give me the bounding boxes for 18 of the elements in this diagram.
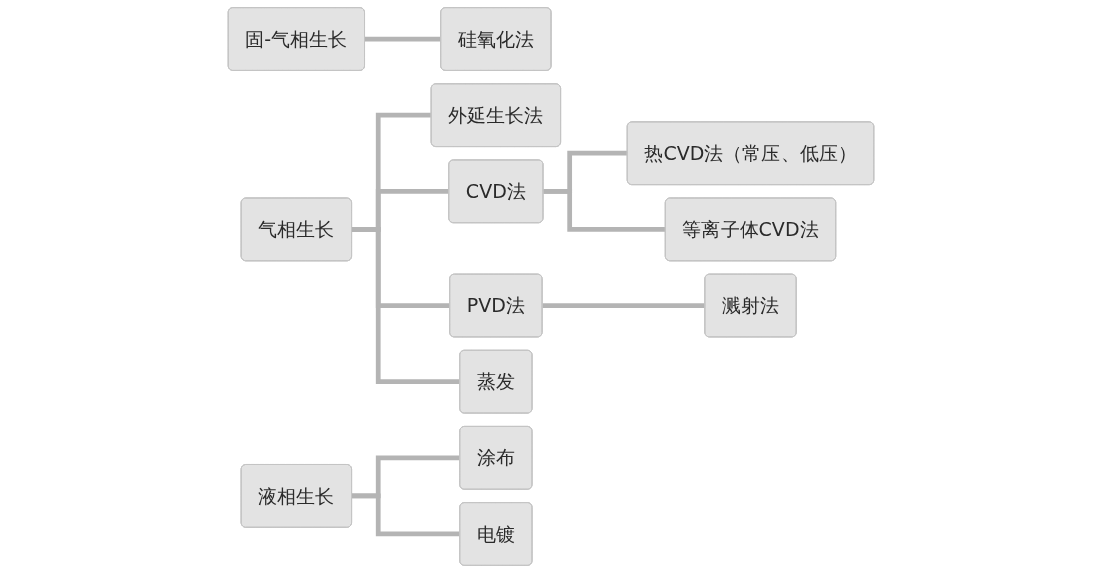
connector-line xyxy=(542,303,705,308)
process-box: 固-气相生长 xyxy=(227,7,365,71)
connector-line xyxy=(351,493,460,537)
process-box: CVD法 xyxy=(448,159,544,224)
process-box: 热CVD法（常压、低压） xyxy=(626,121,875,186)
process-box: 涂布 xyxy=(459,425,533,490)
connector-line xyxy=(351,227,460,385)
process-box: 溅射法 xyxy=(704,273,797,338)
process-box: PVD法 xyxy=(449,273,543,338)
process-box: 等离子体CVD法 xyxy=(664,197,837,262)
process-box: 蒸发 xyxy=(459,349,533,414)
process-box: 外延生长法 xyxy=(430,83,562,148)
process-box: 电镀 xyxy=(459,502,533,566)
process-box: 气相生长 xyxy=(240,197,353,262)
connector-line xyxy=(543,188,666,232)
process-box: 液相生长 xyxy=(240,464,353,528)
connector-line xyxy=(364,36,441,42)
process-box: 硅氧化法 xyxy=(440,7,552,71)
